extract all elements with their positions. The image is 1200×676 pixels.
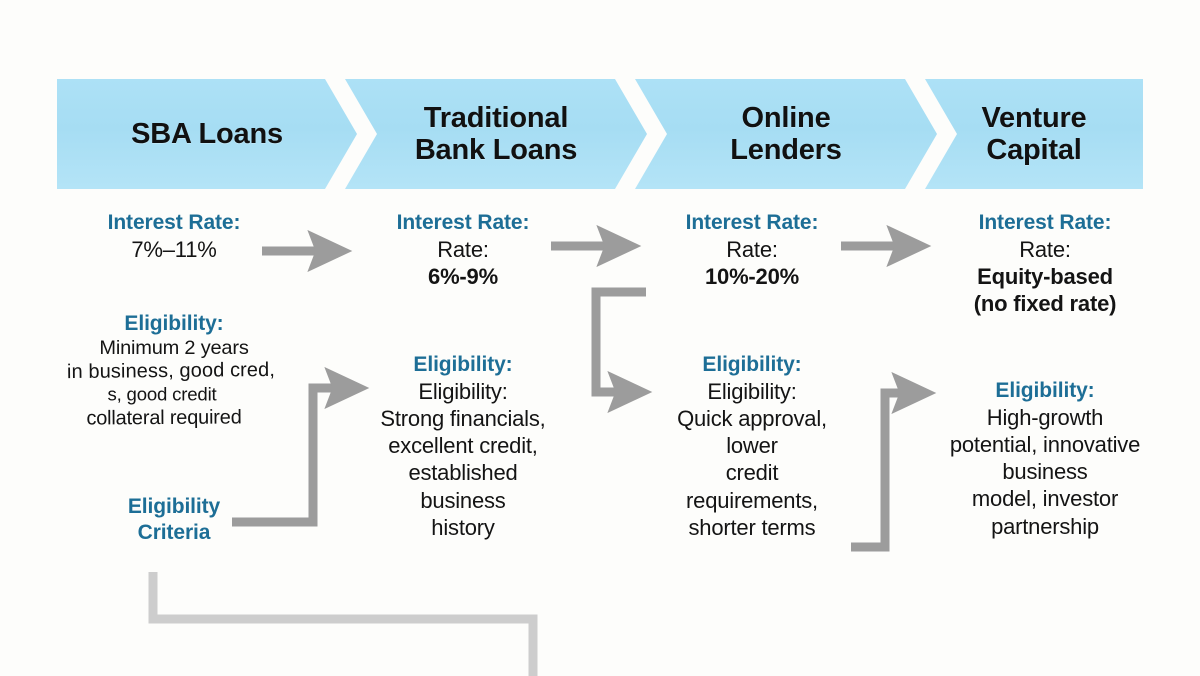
eligibility-line: Eligibility: xyxy=(707,378,797,404)
elbow-criteria-bottom-trail xyxy=(148,572,538,676)
eligibility-line: requirements, xyxy=(686,487,818,513)
stage-label-line-1: Venture xyxy=(981,101,1087,134)
stage-chevron-traditional-bank-loans[interactable]: Traditional Bank Loans xyxy=(345,79,647,189)
eligibility-block: Eligibility: Eligibility: Strong financi… xyxy=(337,352,589,541)
eligibility-label: Eligibility: xyxy=(413,353,513,376)
eligibility-block: Eligibility: Eligibility: Quick approval… xyxy=(626,352,878,541)
stage-chevron-online-lenders[interactable]: Online Lenders xyxy=(635,79,937,189)
interest-rate-label: Interest Rate: xyxy=(396,211,530,234)
eligibility-label: Eligibility: xyxy=(995,379,1095,402)
interest-rate-value-line-1: Rate: xyxy=(726,236,778,262)
stage-label-line-1: Online xyxy=(741,101,831,134)
stage-chevron-label: Online Lenders xyxy=(716,102,855,167)
eligibility-line: collateral required xyxy=(86,406,242,430)
interest-rate-value-line-1: Rate: xyxy=(1019,236,1071,262)
eligibility-line: s, good credit xyxy=(107,384,217,406)
interest-rate-label: Interest Rate: xyxy=(685,211,819,234)
eligibility-line: High-growth xyxy=(986,404,1104,430)
eligibility-line: partnership xyxy=(991,513,1099,539)
eligibility-line: in business, good cred, xyxy=(66,359,276,384)
interest-rate-block: Interest Rate: Rate: Equity-based (no fi… xyxy=(915,210,1175,317)
interest-rate-label: Interest Rate: xyxy=(978,211,1112,234)
eligibility-line: shorter terms xyxy=(688,514,816,540)
eligibility-label: Eligibility: xyxy=(124,312,224,335)
stage-label-line-2: Bank Loans xyxy=(414,134,578,166)
eligibility-line: credit xyxy=(725,460,779,486)
interest-rate-label: Interest Rate: xyxy=(107,211,241,234)
stage-chevron-sba-loans[interactable]: SBA Loans xyxy=(57,79,357,189)
eligibility-criteria-label: Eligibility Criteria xyxy=(48,494,300,545)
interest-rate-value-line-2: 6%-9% xyxy=(428,263,498,289)
eligibility-line: Eligibility: xyxy=(418,378,508,404)
stage-chevron-label: Traditional Bank Loans xyxy=(401,102,591,167)
interest-rate-block: Interest Rate: Rate: 6%-9% xyxy=(337,210,589,290)
stage-label-line-1: SBA Loans xyxy=(131,117,283,150)
stage-label-line-1: Traditional xyxy=(423,101,569,134)
stage-chevron-venture-capital[interactable]: Venture Capital xyxy=(925,79,1143,189)
stage-chevron-label: SBA Loans xyxy=(117,118,297,150)
eligibility-line: excellent credit, xyxy=(388,433,538,459)
stage-label-line-2: Lenders xyxy=(730,134,842,166)
stage-header-band: SBA Loans Traditional Bank Loans Online … xyxy=(57,79,1143,189)
eligibility-line: Quick approval, xyxy=(677,405,827,431)
interest-rate-value: 7%–11% xyxy=(131,236,217,262)
interest-rate-block: Interest Rate: Rate: 10%-20% xyxy=(626,210,878,290)
eligibility-line: model, investor xyxy=(971,486,1119,512)
eligibility-line: Strong financials, xyxy=(380,405,546,431)
eligibility-line: history xyxy=(431,514,495,540)
eligibility-block: Eligibility: Minimum 2 years in business… xyxy=(48,311,300,431)
eligibility-criteria-line-1: Eligibility xyxy=(127,495,221,518)
interest-rate-value-line-2: 10%-20% xyxy=(705,263,799,289)
stage-label-line-2: Capital xyxy=(986,134,1082,166)
interest-rate-value-line-2: Equity-based xyxy=(977,263,1113,289)
interest-rate-block: Interest Rate: 7%–11% xyxy=(48,210,300,263)
interest-rate-value-line-3: (no fixed rate) xyxy=(973,291,1117,317)
stage-chevron-label: Venture Capital xyxy=(968,102,1101,167)
eligibility-value: Minimum 2 years in business, good cred, … xyxy=(48,337,300,431)
eligibility-line: business xyxy=(420,487,506,513)
interest-rate-value-line-1: Rate: xyxy=(437,236,489,262)
eligibility-line: established xyxy=(408,460,518,486)
eligibility-block: Eligibility: High-growth potential, inno… xyxy=(915,378,1175,540)
eligibility-line: Minimum 2 years xyxy=(99,336,249,359)
eligibility-criteria-line-2: Criteria xyxy=(137,520,211,544)
eligibility-line: business xyxy=(1002,459,1088,485)
eligibility-line: potential, innovative xyxy=(949,431,1141,457)
eligibility-label: Eligibility: xyxy=(702,353,802,376)
eligibility-line: lower xyxy=(726,433,778,459)
